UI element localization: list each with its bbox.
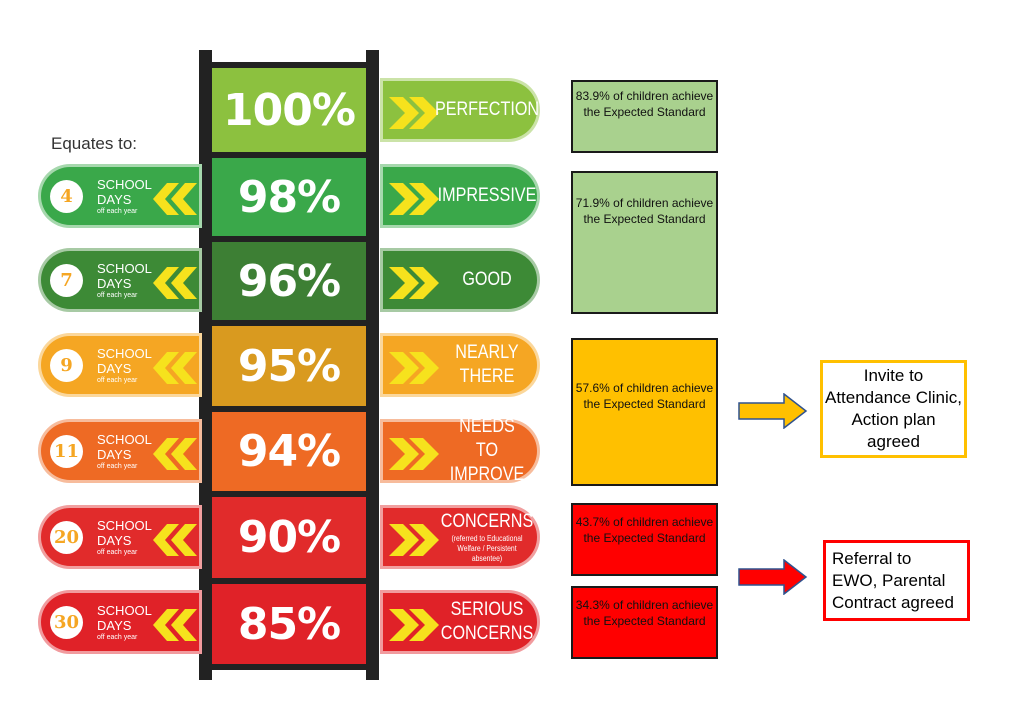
attendance-clinic-callout: Invite to Attendance Clinic, Action plan… [820,360,967,458]
level-label-line1: NEEDS TO [459,416,515,461]
school-label: SCHOOL [97,432,152,447]
ladder-rung [199,406,378,412]
double-chevron-right-icon [389,183,439,215]
ladder-rail-left [199,50,212,680]
level-label-line2: IMPROVE [449,464,525,485]
school-label: SCHOOL [97,346,152,361]
level-label: PERFECTION [434,99,540,120]
expected-standard-note: 43.7% of children achieve the Expected S… [571,503,718,576]
days-label: DAYS [97,447,132,462]
off-each-year-label: off each year [97,463,138,470]
level-label: IMPRESSIVE [437,185,537,206]
school-label: SCHOOL [97,518,152,533]
level-label: CONCERNS [440,511,534,532]
off-each-year-label: off each year [97,549,138,556]
level-sublabel: (referred to Educational Welfare / Persi… [451,534,523,563]
equates-label: Equates to: [51,134,138,153]
level-pill-nearly-there: NEARLY THERE [380,333,540,397]
days-count: 30 [50,606,83,639]
days-count: 11 [50,435,83,468]
level-pill-concerns: CONCERNS(referred to Educational Welfare… [380,505,540,569]
percent-cell-85: 85% [212,584,366,664]
days-count: 7 [50,264,83,297]
arrow-right-icon [738,393,808,429]
double-chevron-right-icon [389,609,439,641]
level-label-line1: NEARLY [455,342,519,363]
double-chevron-left-icon [153,524,197,556]
off-each-year-label: off each year [97,208,138,215]
days-label: DAYS [97,361,132,376]
ladder-rung [199,664,378,670]
ladder-rung [199,491,378,497]
double-chevron-left-icon [153,438,197,470]
callout-text: Referral to EWO, Parental Contract agree… [832,548,954,612]
double-chevron-left-icon [153,267,197,299]
double-chevron-left-icon [153,352,197,384]
level-pill-perfection: PERFECTION [380,78,540,142]
off-each-year-label: off each year [97,292,138,299]
days-count: 20 [50,521,83,554]
percent-cell-96: 96% [212,242,366,320]
level-label: GOOD [462,269,512,290]
level-pill-good: GOOD [380,248,540,312]
percent-cell-100: 100% [212,68,366,152]
level-label-line1: SERIOUS [450,599,524,620]
arrow-right-icon [738,559,808,595]
off-each-year-label: off each year [97,634,138,641]
expected-standard-note: 83.9% of children achieve the Expected S… [571,80,718,153]
percent-cell-95: 95% [212,326,366,406]
ladder-rung [199,152,378,158]
level-pill-serious-concerns: SERIOUS CONCERNS [380,590,540,654]
ladder-rung [199,320,378,326]
days-label: DAYS [97,276,132,291]
percent-cell-90: 90% [212,497,366,578]
days-label: DAYS [97,192,132,207]
level-pill-needs-to-improve: NEEDS TO IMPROVE [380,416,540,485]
days-label: DAYS [97,618,132,633]
ladder-rung [199,62,378,68]
ladder-rung [199,578,378,584]
school-label: SCHOOL [97,603,152,618]
days-count: 4 [50,180,83,213]
expected-standard-note: 71.9% of children achieve the Expected S… [571,171,718,314]
ladder-rung [199,236,378,242]
days-count: 9 [50,349,83,382]
double-chevron-left-icon [153,609,197,641]
level-label-line2: CONCERNS [440,623,534,644]
off-each-year-label: off each year [97,377,138,384]
days-label: DAYS [97,533,132,548]
percent-cell-98: 98% [212,158,366,236]
ewo-referral-callout: Referral to EWO, Parental Contract agree… [823,540,970,621]
level-pill-impressive: IMPRESSIVE [380,164,540,228]
double-chevron-right-icon [389,97,439,129]
percent-cell-94: 94% [212,412,366,491]
double-chevron-left-icon [153,183,197,215]
double-chevron-right-icon [389,438,439,470]
double-chevron-right-icon [389,524,439,556]
expected-standard-note: 57.6% of children achieve the Expected S… [571,338,718,486]
level-label-line2: THERE [459,366,515,387]
expected-standard-note: 34.3% of children achieve the Expected S… [571,586,718,659]
double-chevron-right-icon [389,352,439,384]
callout-text: Invite to Attendance Clinic, Action plan… [824,366,963,451]
school-label: SCHOOL [97,261,152,276]
ladder-rail-right [366,50,379,680]
double-chevron-right-icon [389,267,439,299]
school-label: SCHOOL [97,177,152,192]
